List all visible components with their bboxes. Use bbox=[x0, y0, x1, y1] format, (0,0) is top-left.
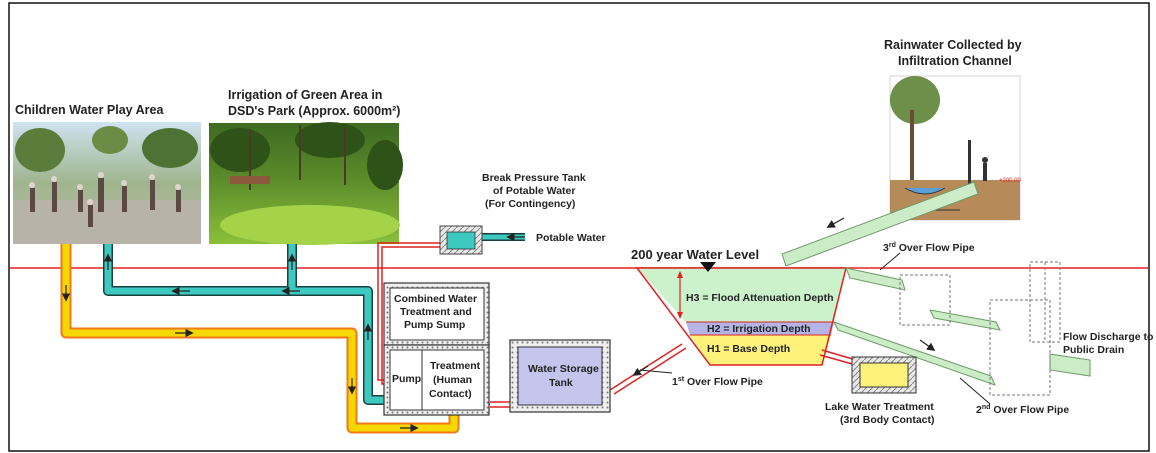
combined-label-line1: Combined Water bbox=[394, 293, 477, 305]
potable-water-label: Potable Water bbox=[536, 232, 606, 244]
break-tank-label-line3: (For Contingency) bbox=[485, 198, 575, 210]
children-play-label: Children Water Play Area bbox=[15, 103, 164, 117]
rainwater-label-line2: Infiltration Channel bbox=[898, 54, 1012, 68]
overflow-pipe-1-label: 1st Over Flow Pipe bbox=[672, 376, 763, 388]
storage-label-line1: Water Storage bbox=[528, 363, 599, 375]
storage-label-line2: Tank bbox=[549, 377, 573, 389]
park-photo bbox=[209, 122, 403, 245]
break-pressure-tank bbox=[440, 226, 482, 254]
water-storage-tank bbox=[510, 340, 610, 412]
irrigation-label-line2: DSD's Park (Approx. 6000m²) bbox=[228, 104, 400, 118]
treatment-label-line1: Treatment bbox=[430, 360, 481, 372]
break-tank-label-line2: of Potable Water bbox=[493, 185, 575, 197]
pump-label: Pump bbox=[392, 373, 421, 385]
treatment-label-line3: Contact) bbox=[429, 388, 472, 400]
treatment-label-line2: (Human bbox=[433, 374, 472, 386]
rainwater-label-line1: Rainwater Collected by bbox=[884, 38, 1022, 52]
inset-level-text: +200.00 bbox=[999, 178, 1022, 184]
lake-treatment-label-line2: (3rd Body Contact) bbox=[840, 414, 935, 426]
break-tank-label-line1: Break Pressure Tank bbox=[482, 172, 586, 184]
discharge-label-line2: Public Drain bbox=[1063, 344, 1124, 356]
lake-treatment-label-line1: Lake Water Treatment bbox=[825, 401, 934, 413]
discharge-label-line1: Flow Discharge to bbox=[1063, 331, 1153, 343]
overflow-pipe-3-label: 3rd Over Flow Pipe bbox=[883, 242, 975, 254]
h2-label: H2 = Irrigation Depth bbox=[707, 323, 811, 335]
water-level-label: 200 year Water Level bbox=[631, 247, 759, 262]
children-play-photo bbox=[13, 122, 201, 244]
overflow-pipe-2-label: 2nd Over Flow Pipe bbox=[976, 404, 1069, 416]
h1-label: H1 = Base Depth bbox=[707, 343, 790, 355]
h3-label: H3 = Flood Attenuation Depth bbox=[686, 292, 833, 304]
combined-label-line2: Treatment and bbox=[400, 306, 472, 318]
lake-water-treatment-tank bbox=[852, 357, 916, 393]
combined-label-line3: Pump Sump bbox=[404, 319, 465, 331]
irrigation-label-line1: Irrigation of Green Area in bbox=[228, 88, 382, 102]
